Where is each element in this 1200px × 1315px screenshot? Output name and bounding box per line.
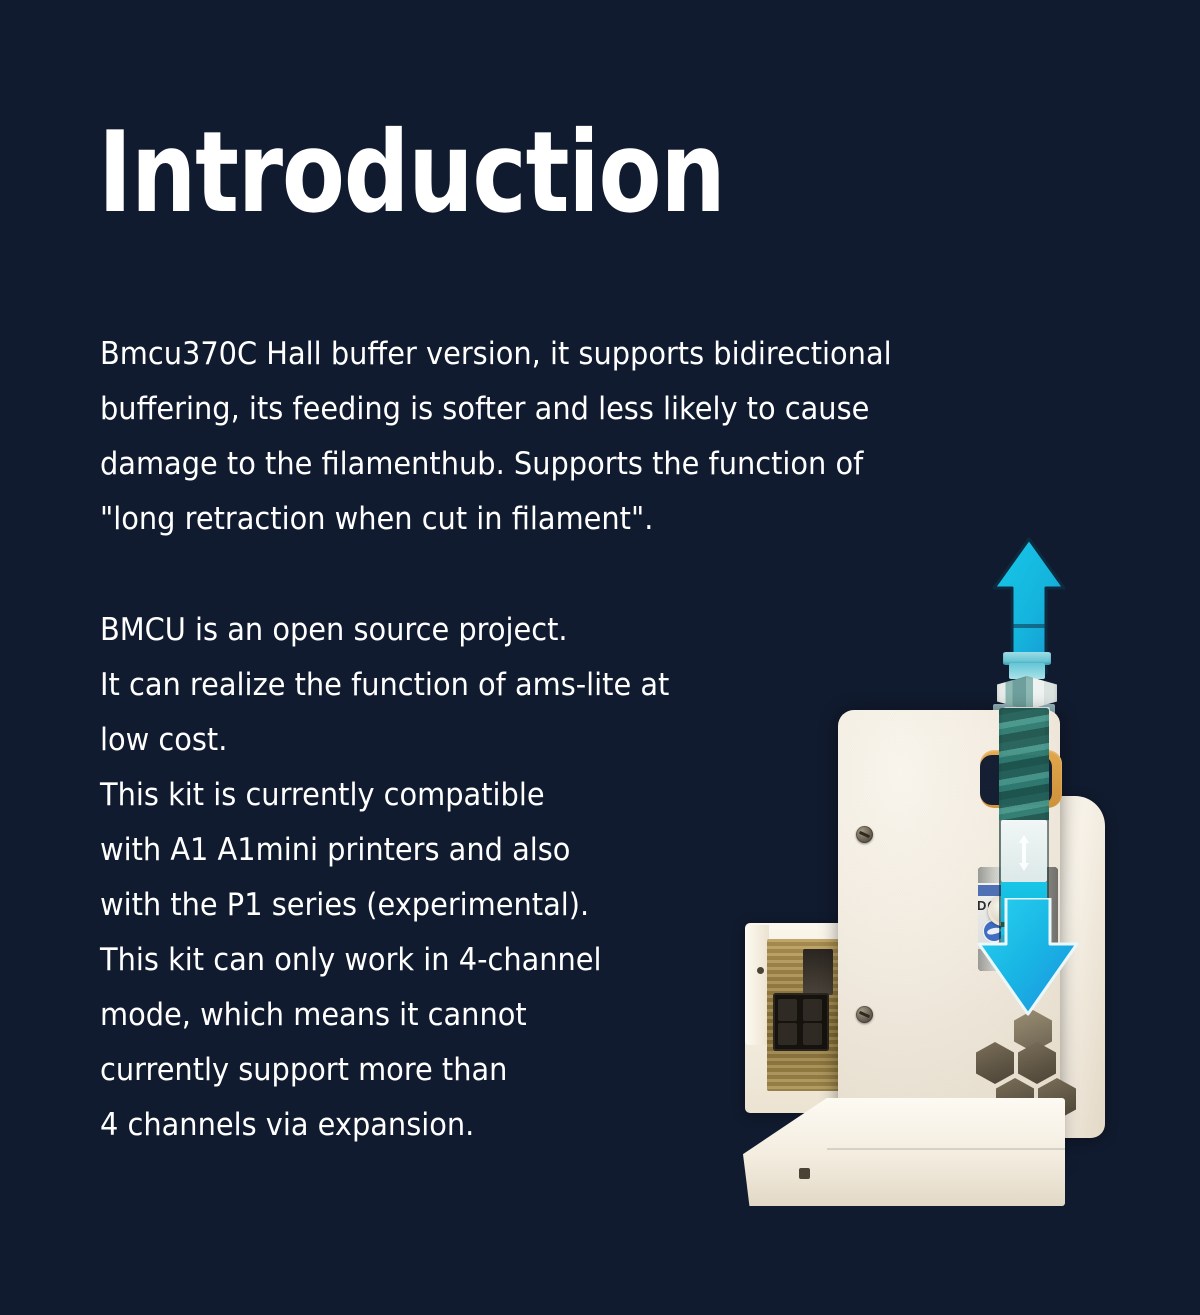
connector-pin xyxy=(778,999,797,1021)
text-line: It can realize the function of ams-lite … xyxy=(100,667,670,703)
screw xyxy=(856,1006,873,1023)
text-line: mode, which means it cannot xyxy=(100,997,527,1033)
pcb-chip xyxy=(803,949,833,995)
text-line: "long retraction when cut in filament". xyxy=(100,501,654,537)
coupler-cap xyxy=(1003,652,1051,665)
travel-range-icon xyxy=(1019,835,1029,871)
connector-pin xyxy=(803,999,822,1021)
intro-copy: Bmcu370C Hall buffer version, it support… xyxy=(100,327,993,1153)
coupler-hex-nut xyxy=(997,676,1057,710)
base-plate xyxy=(743,1098,1065,1206)
module-screw-hole xyxy=(757,967,764,974)
flow-down-arrow-icon xyxy=(977,898,1079,1016)
text-line: 4 channels via expansion. xyxy=(100,1107,475,1143)
connector-pin xyxy=(803,1023,822,1045)
coupler-neck xyxy=(1009,663,1045,679)
label-band xyxy=(978,885,1018,896)
power-connector xyxy=(773,993,829,1051)
base-hole xyxy=(799,1168,810,1179)
buffer-spring xyxy=(999,708,1049,820)
base-seam xyxy=(826,1147,1065,1150)
text-line: This kit can only work in 4-channel xyxy=(100,942,602,978)
text-line: currently support more than xyxy=(100,1052,508,1088)
page-title: Introduction xyxy=(98,108,726,238)
module-tab xyxy=(745,925,769,1045)
text-line: Bmcu370C Hall buffer version, it support… xyxy=(100,336,892,372)
text-line: BMCU is an open source project. xyxy=(100,612,568,648)
text-line: This kit is currently compatible xyxy=(100,777,545,813)
product-photo: DC xyxy=(735,528,1175,1218)
text-line: damage to the filamenthub. Supports the … xyxy=(100,446,864,482)
hex-vent xyxy=(976,1042,1014,1084)
text-line: with A1 A1mini printers and also xyxy=(100,832,571,868)
text-line: low cost. xyxy=(100,722,228,758)
paragraph-1: Bmcu370C Hall buffer version, it support… xyxy=(100,327,993,547)
text-line: buffering, its feeding is softer and les… xyxy=(100,391,870,427)
connector-pin xyxy=(778,1023,797,1045)
hex-vent xyxy=(1018,1042,1056,1084)
screw xyxy=(856,826,873,843)
paragraph-2: BMCU is an open source project. It can r… xyxy=(100,603,993,1153)
text-line: with the P1 series (experimental). xyxy=(100,887,590,923)
